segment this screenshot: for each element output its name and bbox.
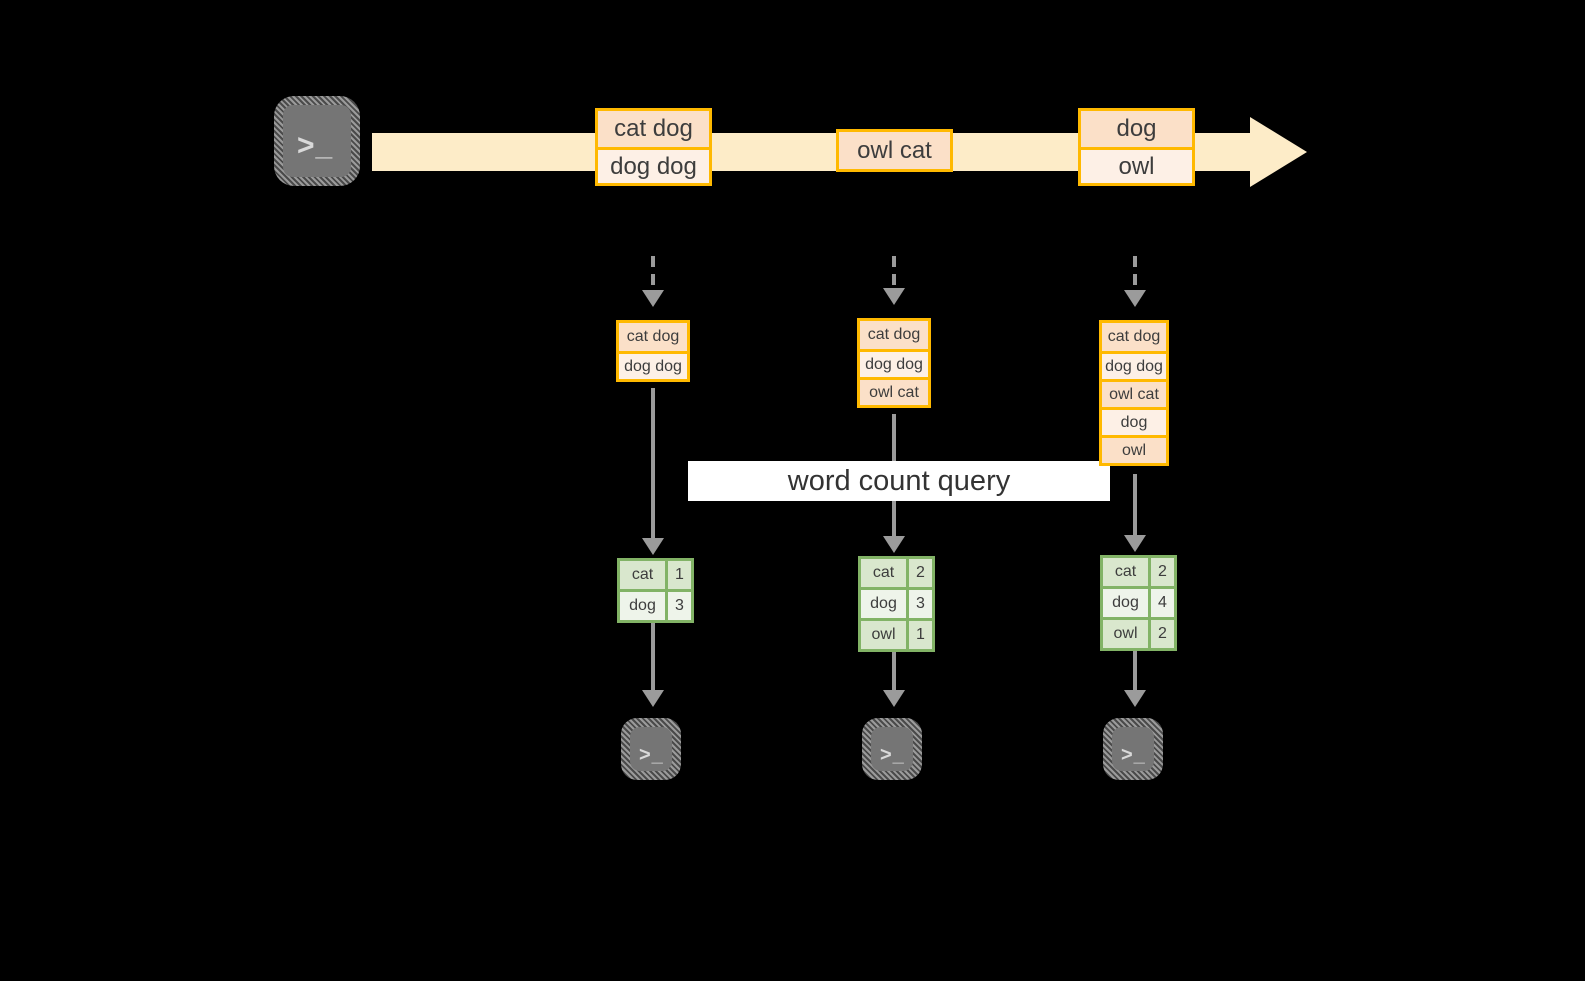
result-word: owl [1103,620,1148,648]
source-terminal-icon[interactable]: >_ [274,96,360,186]
result-word: owl [861,621,906,649]
snapshot-1-accumulated-lines[interactable]: cat dog dog dog [616,320,690,382]
query-flow-arrowhead-icon [642,538,664,555]
result-word: cat [620,561,665,589]
snapshot-1-result-table[interactable]: cat 1 dog 3 [617,558,694,623]
snapshot-line: dog dog [619,351,687,379]
result-word: cat [861,559,906,587]
result-count: 3 [906,590,932,618]
snapshot-line: dog dog [860,349,928,377]
snapshot-3-sink-terminal-icon[interactable]: >_ [1103,718,1163,780]
sink-flow-line [1133,649,1137,692]
snapshot-tap-arrowhead-icon [1124,290,1146,307]
result-count: 4 [1148,589,1174,617]
snapshot-3-accumulated-lines[interactable]: cat dog dog dog owl cat dog owl [1099,320,1169,466]
snapshot-2-accumulated-lines[interactable]: cat dog dog dog owl cat [857,318,931,408]
snapshot-1-sink-terminal-icon[interactable]: >_ [621,718,681,780]
snapshot-tap-dashed-line [892,256,896,292]
sink-flow-line [892,650,896,692]
sink-flow-arrowhead-icon [1124,690,1146,707]
snapshot-tap-dashed-line [1133,256,1137,294]
stream-message-line: owl cat [839,132,950,169]
result-row: cat 1 [620,561,691,589]
terminal-face [630,727,672,771]
query-flow-line [651,388,655,540]
terminal-face [1112,727,1154,771]
result-count: 2 [906,559,932,587]
query-label-band [688,461,1110,501]
terminal-face [871,727,913,771]
sink-flow-arrowhead-icon [883,690,905,707]
snapshot-2-sink-terminal-icon[interactable]: >_ [862,718,922,780]
stream-arrowhead-icon [1250,117,1307,187]
result-word: dog [620,592,665,620]
result-row: cat 2 [1103,558,1174,586]
query-flow-arrowhead-icon [883,536,905,553]
stream-message-line: dog [1081,111,1192,147]
result-row: cat 2 [861,559,932,587]
result-count: 2 [1148,558,1174,586]
snapshot-tap-arrowhead-icon [642,290,664,307]
stream-message-line: cat dog [598,111,709,147]
result-row: dog 4 [1103,586,1174,617]
snapshot-line: dog [1102,407,1166,435]
stream-message-line: owl [1081,147,1192,183]
snapshot-2-result-table[interactable]: cat 2 dog 3 owl 1 [858,556,935,652]
stream-message-line: dog dog [598,147,709,183]
query-label: word count query [787,464,1011,497]
terminal-prompt-glyph: >_ [297,129,334,162]
snapshot-line: owl cat [860,377,928,405]
stream-message-box[interactable]: cat dog dog dog [595,108,712,186]
result-word: dog [861,590,906,618]
snapshot-line: owl [1102,435,1166,463]
result-word: cat [1103,558,1148,586]
result-row: owl 2 [1103,617,1174,648]
result-count: 1 [906,621,932,649]
stream-message-box[interactable]: dog owl [1078,108,1195,186]
result-count: 1 [665,561,691,589]
snapshot-line: cat dog [860,321,928,349]
result-count: 3 [665,592,691,620]
snapshot-line: dog dog [1102,351,1166,379]
result-word: dog [1103,589,1148,617]
terminal-prompt-glyph: >_ [880,744,905,766]
sink-flow-line [651,620,655,692]
snapshot-tap-arrowhead-icon [883,288,905,305]
result-count: 2 [1148,620,1174,648]
result-row: dog 3 [620,589,691,620]
query-flow-line [1133,474,1137,540]
terminal-prompt-glyph: >_ [639,744,664,766]
stream-message-box[interactable]: owl cat [836,129,953,172]
snapshot-tap-dashed-line [651,256,655,294]
snapshot-line: cat dog [619,323,687,351]
result-row: owl 1 [861,618,932,649]
result-row: dog 3 [861,587,932,618]
terminal-face [283,105,351,177]
query-flow-arrowhead-icon [1124,535,1146,552]
snapshot-line: cat dog [1102,323,1166,351]
snapshot-line: owl cat [1102,379,1166,407]
sink-flow-arrowhead-icon [642,690,664,707]
terminal-prompt-glyph: >_ [1121,744,1146,766]
snapshot-3-result-table[interactable]: cat 2 dog 4 owl 2 [1100,555,1177,651]
